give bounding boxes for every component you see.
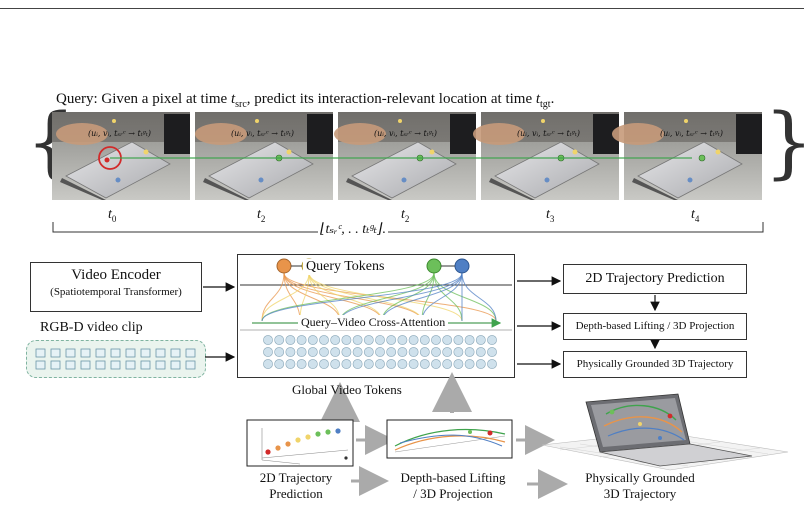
output-depth-lifting: Depth-based Lifting / 3D Projection	[563, 313, 747, 340]
frame-tuple-1: (uᵢ, vᵢ, tₛᵣᶜ → tₜᵍₜ)	[231, 129, 294, 138]
panel-2d-trajectory	[246, 419, 354, 467]
output-3d-trajectory: Physically Grounded 3D Trajectory	[563, 351, 747, 378]
query-title: Query: Given a pixel at time tsrc, predi…	[56, 91, 555, 110]
video-frame-3: (uᵢ, vᵢ, tₛᵣᶜ → tₜᵍₜ)	[473, 112, 619, 200]
panel-3d-trajectory	[541, 393, 789, 471]
right-brace: }	[764, 104, 804, 182]
video-frame-2: (uᵢ, vᵢ, tₛᵣᶜ → tₜᵍₜ)	[334, 112, 476, 200]
panel-depth-lifting	[386, 419, 513, 459]
top-rule	[0, 8, 804, 9]
global-video-tokens-label: Global Video Tokens	[292, 382, 402, 397]
frame-tuple-3: (uᵢ, vᵢ, tₛᵣᶜ → tₜᵍₜ)	[517, 129, 580, 138]
query-tokens-label: Query Tokens	[303, 259, 388, 275]
time-range-label: ⌊tₛᵣᶜ, . . tₜᵍₜ⌋.	[318, 221, 388, 238]
cross-attention-label: Query–Video Cross-Attention	[298, 315, 449, 330]
time-range-brace	[52, 222, 764, 233]
time-label-3: t3	[546, 207, 555, 224]
video-encoder-subtitle: (Spatiotemporal Transformer)	[50, 286, 182, 298]
frame-tuple-0: (uᵢ, vᵢ, tₛᵣᶜ → tₜᵍₜ)	[88, 129, 151, 138]
video-frame-1: (uᵢ, vᵢ, tₛᵣᶜ → tₜᵍₜ)	[195, 112, 333, 200]
video-frame-4: (uᵢ, vᵢ, tₛᵣᶜ → tₜᵍₜ)	[612, 112, 762, 200]
frame-tuple-4: (uᵢ, vᵢ, tₛᵣᶜ → tₜᵍₜ)	[660, 129, 723, 138]
video-encoder-box: Video Encoder (Spatiotemporal Transforme…	[30, 262, 202, 312]
output-2d-trajectory: 2D Trajectory Prediction	[563, 264, 747, 294]
time-label-0: t0	[108, 207, 117, 224]
video-frame-0: (uᵢ, vᵢ, tₛᵣᶜ → tₜᵍₜ)	[52, 112, 190, 200]
time-label-4: t4	[691, 207, 700, 224]
caption-depth-lifting: Depth-based Lifting/ 3D Projection	[400, 470, 506, 501]
video-encoder-title: Video Encoder	[71, 267, 161, 283]
rgbd-video-clip	[26, 340, 206, 378]
time-label-2: t2	[401, 207, 410, 224]
rgbd-clip-label: RGB-D video clip	[40, 320, 143, 335]
frame-strip: (uᵢ, vᵢ, tₛᵣᶜ → tₜᵍₜ) (uᵢ, vᵢ, tₛᵣᶜ → tₜᵍ…	[52, 112, 762, 200]
frame-tuple-2: (uᵢ, vᵢ, tₛᵣᶜ → tₜᵍₜ)	[374, 129, 437, 138]
clip-frames	[35, 348, 196, 370]
time-label-1: t2	[257, 207, 266, 224]
